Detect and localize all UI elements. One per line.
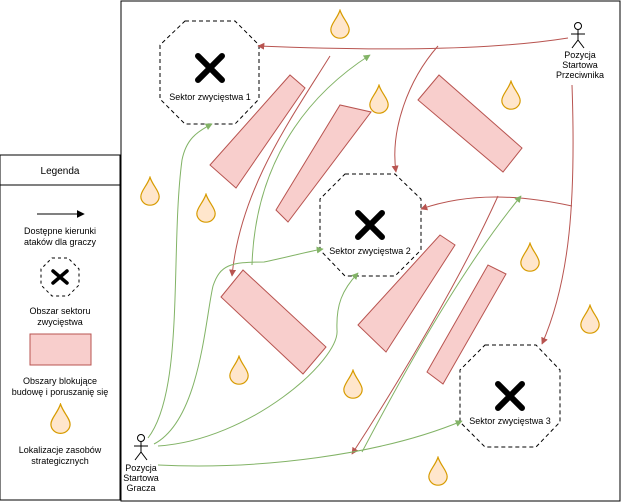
player-arrow (361, 195, 522, 453)
legend-label-sector-2: zwycięstwa (37, 317, 83, 327)
player-start-label-2: Startowa (123, 473, 159, 483)
opponent-arrow (541, 84, 574, 345)
opponent-attack-routes (229, 37, 574, 455)
player-arrow (157, 272, 359, 447)
legend-label-blocking-1: Obszary blokujące (23, 376, 97, 386)
legend-label-arrows-1: Dostępne kierunki (24, 226, 96, 236)
sector-label: Sektor zwycięstwa 2 (329, 246, 411, 256)
legend-title: Legenda (41, 166, 80, 177)
blocking-area (357, 234, 456, 353)
legend: Legenda Dostępne kierunki ataków dla gra… (0, 154, 121, 501)
opponent-arrow (391, 45, 439, 173)
player-start: Pozycja Startowa Gracza (123, 434, 159, 493)
victory-sector-3: Sektor zwycięstwa 3 (459, 344, 561, 448)
victory-sector-1: Sektor zwycięstwa 1 (159, 20, 260, 125)
legend-label-resources-2: strategicznych (31, 456, 89, 466)
blocking-area (220, 269, 327, 375)
player-arrow (157, 420, 463, 467)
player-attack-routes (147, 54, 522, 467)
blocking-area (417, 74, 523, 173)
legend-label-resources-1: Lokalizacje zasobów (19, 445, 102, 455)
player-arrow (251, 54, 371, 266)
player-arrow (153, 246, 324, 445)
opponent-arrow (257, 37, 569, 50)
sector-label: Sektor zwycięstwa 3 (469, 416, 551, 426)
blocking-area (209, 74, 306, 189)
opponent-arrow (420, 196, 573, 211)
opponent-start: Pozycja Startowa Przeciwnika (556, 22, 604, 80)
player-start-label-3: Gracza (126, 483, 155, 493)
legend-label-sector-1: Obszar sektoru (29, 306, 90, 316)
legend-label-arrows-2: ataków dla graczy (24, 237, 97, 247)
opponent-start-label-3: Przeciwnika (556, 70, 604, 80)
blocking-area (426, 264, 507, 385)
opponent-start-label-1: Pozycja (564, 50, 596, 60)
opponent-figure-icon (571, 22, 585, 49)
opponent-arrow (229, 55, 331, 277)
sector-x-icon (355, 210, 385, 240)
legend-box (0, 154, 121, 501)
player-arrow (147, 123, 213, 439)
blocking-area-icon (29, 333, 92, 366)
blocking-areas (209, 74, 523, 385)
blocking-area (275, 104, 372, 223)
opponent-start-label-2: Startowa (562, 60, 598, 70)
sector-label: Sektor zwycięstwa 1 (169, 92, 251, 102)
opponent-arrow (351, 195, 499, 455)
victory-sector-2: Sektor zwycięstwa 2 (319, 173, 422, 277)
sector-x-icon (495, 381, 525, 411)
victory-sector-icon (40, 257, 80, 297)
player-start-label-1: Pozycja (125, 463, 157, 473)
player-figure-icon (134, 434, 148, 461)
legend-label-blocking-2: budowę i poruszanię się (12, 387, 109, 397)
sector-x-icon (195, 53, 225, 83)
